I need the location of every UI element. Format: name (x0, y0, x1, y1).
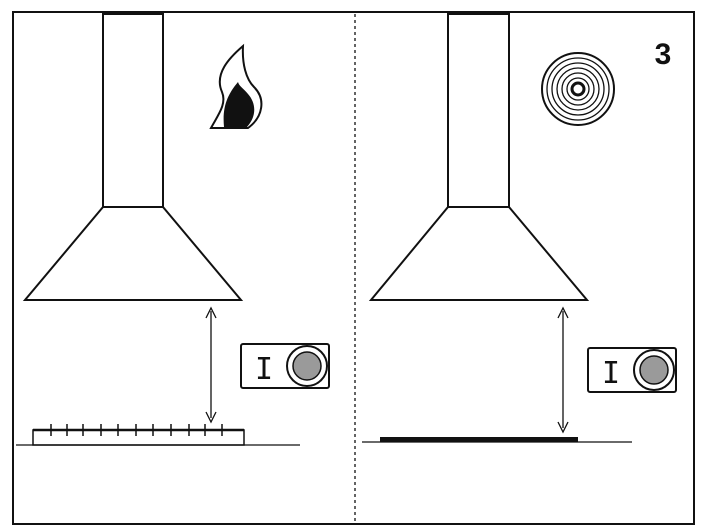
right-height-arrow (557, 306, 569, 434)
left-switch-knob (292, 351, 322, 381)
right-panel-electric: 3 I (362, 13, 677, 443)
left-hood-chimney (102, 13, 164, 208)
right-switch-knob (639, 355, 669, 385)
left-switch-label: I (255, 352, 273, 387)
diagram-frame (12, 11, 695, 525)
panel-number: 3 (655, 38, 672, 71)
right-hood-chimney (447, 13, 510, 208)
electric-cooktop (380, 437, 578, 442)
right-hood-canopy (368, 206, 590, 301)
gas-burner-grid (33, 424, 244, 436)
left-hood-canopy (22, 206, 244, 301)
left-hood-switch: I (240, 343, 330, 389)
right-hood-switch: I (587, 347, 677, 393)
right-switch-label: I (602, 356, 620, 391)
electric-hotplate-icon (541, 52, 615, 126)
gas-cooktop (32, 424, 245, 446)
left-panel-gas: I (16, 13, 330, 446)
flame-icon (209, 43, 263, 129)
left-height-arrow (205, 306, 217, 424)
